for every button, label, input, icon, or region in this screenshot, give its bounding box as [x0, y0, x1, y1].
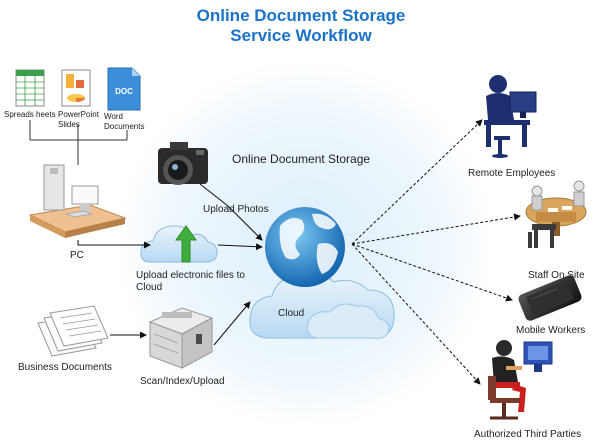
cloud-label: Cloud — [278, 308, 305, 319]
file-connectors — [29, 120, 128, 165]
pc-icon — [28, 164, 127, 238]
word-icon-text: DOC — [115, 87, 133, 96]
online-document-storage-label: Online Document Storage — [232, 152, 371, 166]
spreadsheet-icon — [15, 69, 45, 107]
remote-employees-label: Remote Employees — [468, 168, 556, 179]
main-cloud-shape — [249, 273, 395, 339]
business-documents-label: Business Documents — [18, 362, 112, 373]
business-documents-icon — [37, 305, 109, 357]
third-party-icon — [488, 340, 553, 420]
spreadsheets-label: Spreads heets — [4, 110, 56, 119]
staff-on-site-label: Staff On Site — [528, 270, 585, 281]
word-doc-icon: DOC — [107, 67, 141, 111]
camera-icon — [158, 142, 208, 185]
powerpoint-icon — [61, 69, 91, 107]
pc-label: PC — [70, 250, 84, 261]
mobile-phone-icon — [518, 275, 582, 321]
remote-employee-icon — [484, 75, 537, 158]
scanner-icon — [148, 307, 214, 369]
globe-icon — [265, 207, 345, 287]
upload-files-label: Upload electronic files to Cloud — [136, 270, 245, 293]
diagram-title-line2: Service Workflow — [230, 26, 372, 45]
word-documents-label: Word Documents — [104, 112, 145, 131]
meeting-table-icon — [525, 180, 587, 248]
mobile-workers-label: Mobile Workers — [516, 325, 586, 336]
distribution-arrows — [351, 119, 521, 385]
authorized-third-parties-label: Authorized Third Parties — [474, 429, 582, 440]
upload-arrows — [77, 183, 263, 346]
powerpoint-label: PowerPoint Slides — [58, 110, 99, 129]
scan-index-upload-label: Scan/Index/Upload — [140, 376, 225, 387]
diagram-title-line1: Online Document Storage — [196, 6, 406, 25]
upload-photos-label: Upload Photos — [203, 204, 269, 215]
upload-arrow-icon — [175, 225, 197, 263]
